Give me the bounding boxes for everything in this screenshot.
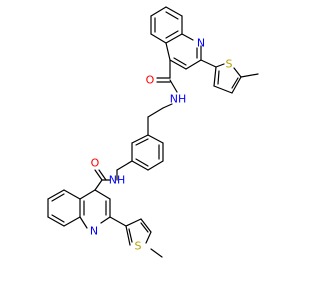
bond xyxy=(162,103,173,109)
bond xyxy=(181,33,194,41)
bond xyxy=(145,231,152,244)
atom-label: O xyxy=(146,74,155,87)
bond xyxy=(135,138,149,146)
bond xyxy=(135,158,149,167)
bond xyxy=(147,134,164,144)
bond xyxy=(217,70,220,85)
atom-label: S xyxy=(135,240,142,253)
atom-label: O xyxy=(91,157,100,170)
bond xyxy=(94,179,103,191)
bond xyxy=(213,85,233,94)
bond xyxy=(131,160,149,171)
bond xyxy=(116,160,133,171)
bond xyxy=(150,33,167,44)
bond xyxy=(233,67,242,78)
bond xyxy=(147,107,164,118)
atom-label-layer: N O NH S O NH N S xyxy=(90,37,233,253)
structure-diagram: N O NH S O NH N S xyxy=(47,6,259,258)
atom-label: N xyxy=(197,37,205,50)
bond xyxy=(173,57,187,66)
bond xyxy=(165,6,183,17)
bond xyxy=(47,216,65,227)
bond xyxy=(200,59,217,68)
bond xyxy=(94,189,111,200)
bond xyxy=(51,214,65,223)
bond xyxy=(128,228,133,243)
atom-label: S xyxy=(226,58,233,71)
bond xyxy=(125,225,131,246)
bond xyxy=(147,160,164,171)
molecule-canvas: N O NH S O NH N S xyxy=(47,6,259,258)
bond xyxy=(94,169,103,181)
bond xyxy=(79,216,88,229)
bond xyxy=(169,59,187,70)
bond xyxy=(185,59,202,70)
bond xyxy=(213,66,217,87)
bond xyxy=(109,216,127,227)
bond xyxy=(79,189,96,200)
bond xyxy=(150,248,163,258)
atom-label: N xyxy=(90,225,98,238)
atom-label: NH xyxy=(109,174,126,187)
bond xyxy=(165,33,183,44)
bond xyxy=(98,169,107,181)
bond xyxy=(165,11,179,20)
bond xyxy=(63,189,81,200)
bond xyxy=(150,6,167,17)
bond xyxy=(215,63,225,68)
bond xyxy=(51,193,65,202)
bond xyxy=(125,218,142,227)
bond xyxy=(131,134,149,144)
bond xyxy=(140,218,152,233)
bond xyxy=(169,79,178,93)
bond xyxy=(100,216,111,224)
bond xyxy=(231,76,242,94)
bond xyxy=(231,77,239,89)
bond xyxy=(240,73,259,78)
bond-layer xyxy=(47,6,259,258)
bond xyxy=(165,30,179,39)
bond xyxy=(63,216,81,227)
bond xyxy=(140,222,149,233)
atom-label: NH xyxy=(170,93,187,106)
bond xyxy=(165,42,171,61)
bond xyxy=(47,189,65,200)
